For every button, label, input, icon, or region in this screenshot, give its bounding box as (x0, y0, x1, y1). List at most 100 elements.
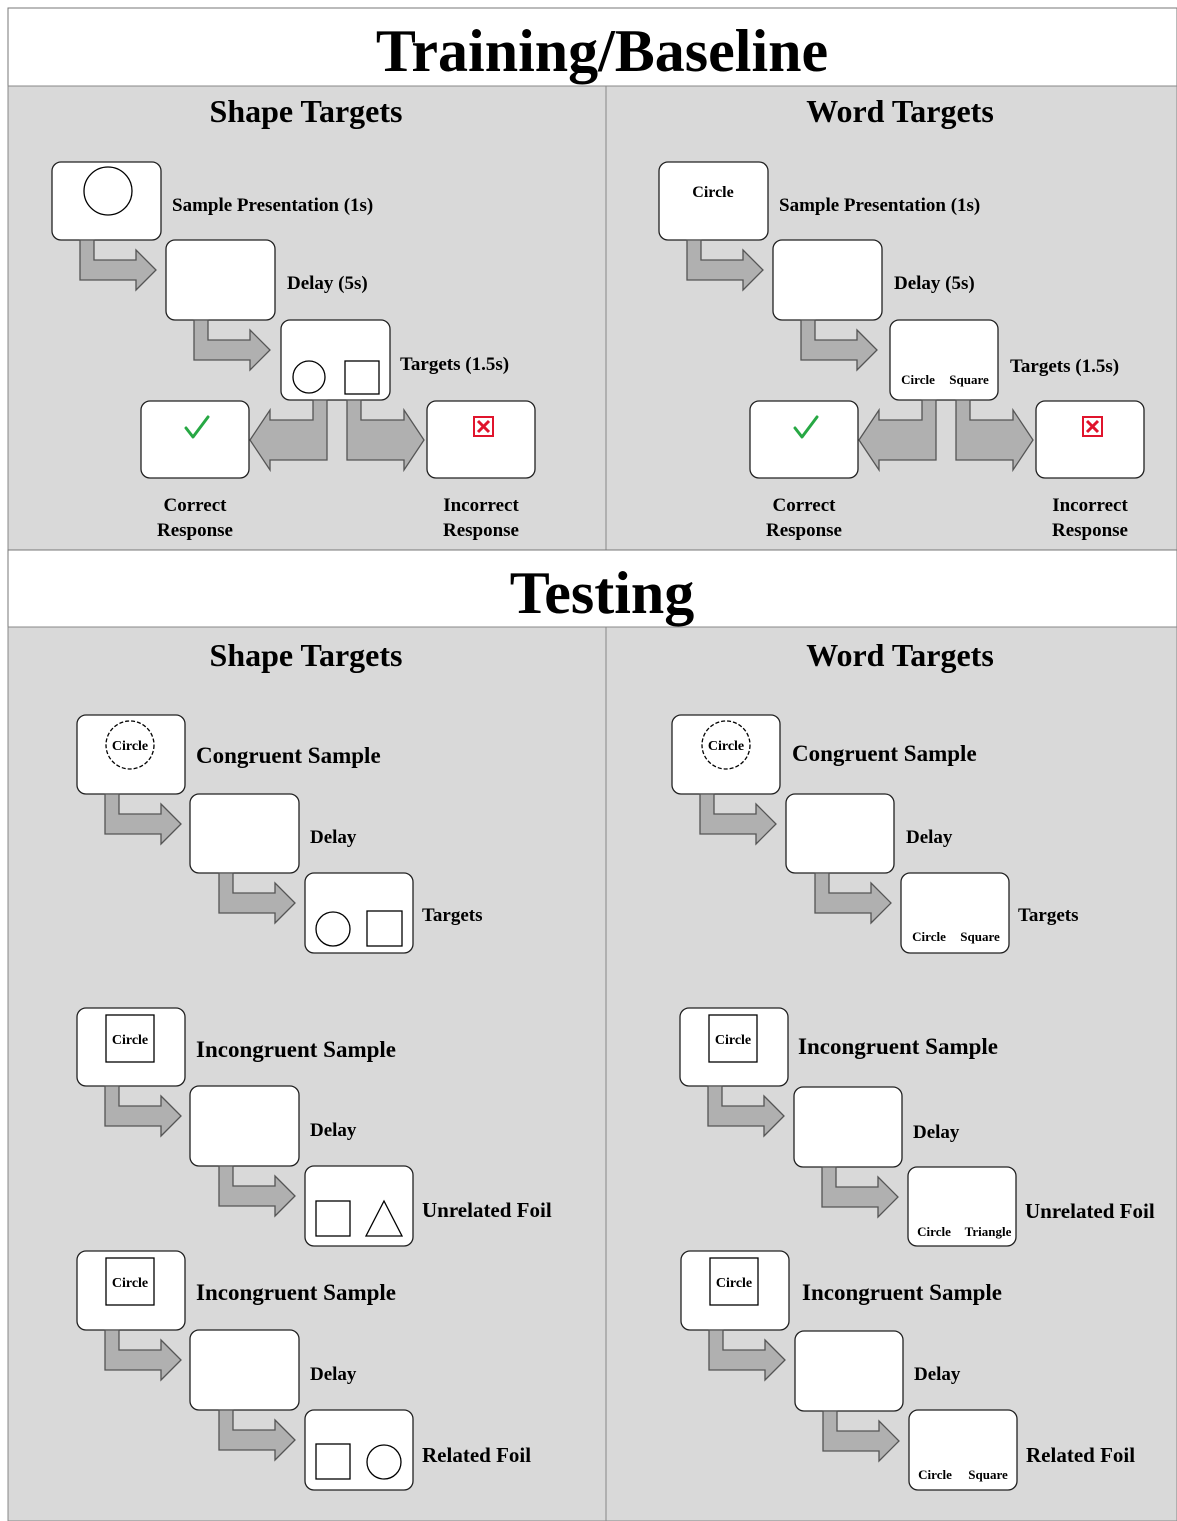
square-target-icon (366, 910, 403, 947)
unrelated-foil-label: Unrelated Foil (1025, 1199, 1155, 1223)
delay-label: Delay (914, 1364, 961, 1385)
checkmark-icon (184, 415, 210, 439)
square-shape-icon (105, 1257, 155, 1306)
congruent-label: Congruent Sample (792, 741, 977, 766)
incongruent-unrelated-trial: Circle Incongruent Sample Delay Unrelate… (76, 1007, 552, 1247)
related-foil-label: Related Foil (1026, 1443, 1135, 1467)
delay-label: Delay (906, 827, 953, 848)
incongruent-related-trial: Circle Incongruent Sample Delay Circle S… (680, 1250, 1135, 1491)
circle-shape-icon (105, 720, 155, 770)
target-word-square: Square (960, 929, 1000, 944)
delay-label: Delay (310, 1364, 357, 1385)
sample-word: Circle (112, 739, 148, 754)
sample-word: Circle (715, 1033, 751, 1048)
delay-label: Delay (5s) (287, 273, 368, 294)
arrow-left-icon (249, 399, 328, 473)
sample-screen (680, 1250, 790, 1331)
targets-screen (304, 872, 414, 954)
training-title-bar (7, 7, 1177, 87)
delay-screen (794, 1330, 904, 1412)
sample-screen (51, 161, 162, 241)
incorrect-label-line2: Response (1052, 520, 1128, 541)
targets-label: Targets (1.5s) (1010, 356, 1119, 377)
correct-label-line2: Response (157, 520, 233, 541)
sample-word: Circle (708, 739, 744, 754)
delay-screen (772, 239, 883, 321)
sample-word: Circle (692, 184, 733, 201)
square-target-icon (344, 360, 380, 395)
testing-title: Testing (510, 560, 695, 626)
target-word-square: Square (949, 372, 989, 387)
sample-word: Circle (112, 1276, 148, 1291)
correct-label-line1: Correct (773, 495, 837, 516)
training-word-flow: Word Targets Circle Sample Presentation … (658, 93, 1145, 541)
targets-screen (280, 319, 391, 401)
targets-label: Targets (422, 905, 483, 926)
training-section: Training/Baseline Shape Targets Sample P… (7, 7, 1177, 551)
sample-label: Sample Presentation (1s) (172, 195, 373, 216)
congruent-label: Congruent Sample (196, 743, 381, 768)
delay-label: Delay (310, 1120, 357, 1141)
target-word-square: Square (968, 1467, 1008, 1482)
sample-screen (658, 161, 769, 241)
targets-label: Targets (1018, 905, 1079, 926)
sample-label: Sample Presentation (1s) (779, 195, 980, 216)
sample-word: Circle (112, 1033, 148, 1048)
incongruent-unrelated-trial: Circle Incongruent Sample Delay Circle T… (679, 1007, 1155, 1247)
targets-screen (304, 1409, 414, 1491)
testing-shape-flow: Shape Targets Circle Congruent Sample De… (76, 637, 552, 1491)
targets-screen (889, 319, 999, 401)
incorrect-label-line1: Incorrect (1052, 495, 1128, 516)
panel-title-shape-targets: Shape Targets (210, 637, 403, 673)
target-word-triangle: Triangle (965, 1224, 1012, 1239)
training-title: Training/Baseline (376, 18, 828, 84)
incorrect-response-screen (1035, 400, 1145, 479)
correct-label-line2: Response (766, 520, 842, 541)
congruent-trial: Circle Congruent Sample Delay Circle Squ… (671, 714, 1079, 954)
delay-label: Delay (5s) (894, 273, 975, 294)
checkmark-icon (793, 415, 819, 439)
delay-label: Delay (913, 1122, 960, 1143)
testing-section: Testing Shape Targets Circle Congruent S… (7, 549, 1177, 1521)
circle-shape-icon (83, 166, 133, 216)
square-shape-icon (709, 1257, 759, 1306)
testing-title-bar (7, 549, 1177, 628)
targets-screen (304, 1165, 414, 1247)
sample-screen (679, 1007, 789, 1087)
incongruent-label: Incongruent Sample (196, 1037, 396, 1062)
panel-title-word-targets: Word Targets (806, 637, 994, 673)
congruent-trial: Circle Congruent Sample Delay Targets (76, 714, 483, 954)
training-shape-panel (7, 85, 607, 551)
training-word-panel (605, 85, 1177, 551)
correct-response-screen (749, 400, 859, 479)
red-x-icon (1082, 416, 1103, 437)
incorrect-label-line1: Incorrect (443, 495, 519, 516)
square-target-icon (315, 1443, 351, 1480)
sample-screen (671, 714, 781, 795)
incorrect-label-line2: Response (443, 520, 519, 541)
incongruent-label: Incongruent Sample (798, 1034, 998, 1059)
incongruent-label: Incongruent Sample (196, 1280, 396, 1305)
circle-shape-icon (701, 720, 751, 770)
red-x-icon (473, 416, 494, 437)
targets-screen (900, 872, 1010, 954)
sample-screen (76, 1007, 186, 1087)
arrow-right-icon (346, 399, 425, 473)
circle-target-icon (366, 1444, 402, 1480)
triangle-target-icon (364, 1199, 404, 1237)
delay-screen (189, 1085, 300, 1167)
training-shape-flow: Shape Targets Sample Presentation (1s) D… (51, 93, 536, 541)
sample-word: Circle (716, 1276, 752, 1291)
square-shape-icon (708, 1014, 758, 1063)
target-word-circle: Circle (918, 1467, 952, 1482)
panel-title-shape-targets: Shape Targets (210, 93, 403, 129)
target-word-circle: Circle (912, 929, 946, 944)
delay-screen (165, 239, 276, 321)
delay-screen (189, 1329, 300, 1411)
testing-word-flow: Word Targets Circle Congruent Sample Del… (671, 637, 1155, 1491)
incongruent-related-trial: Circle Incongruent Sample Delay Related … (76, 1250, 531, 1491)
target-word-circle: Circle (901, 372, 935, 387)
arrow-right-icon (955, 399, 1034, 473)
delay-label: Delay (310, 827, 357, 848)
